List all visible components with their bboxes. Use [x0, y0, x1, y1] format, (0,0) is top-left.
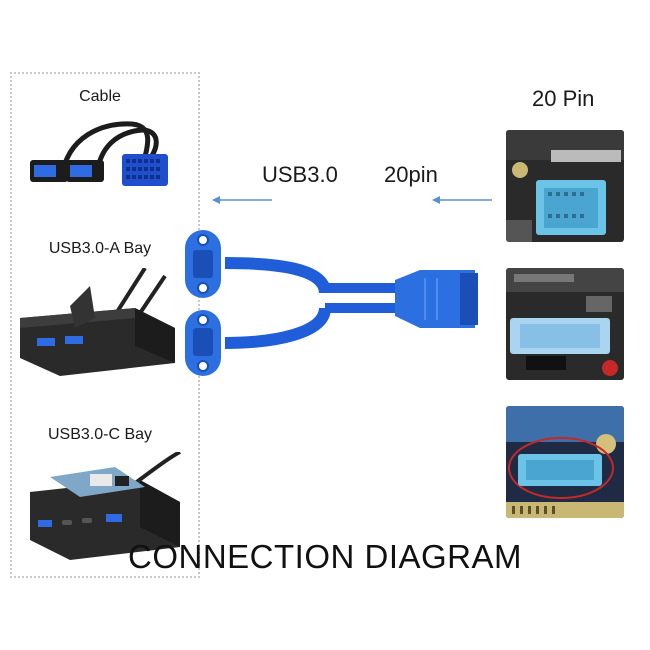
20pin-label: 20pin: [384, 162, 438, 187]
20pin-header-label: 20 Pin: [532, 86, 595, 111]
usb-cable-icon: [22, 112, 182, 202]
arrow-left-icon: [210, 193, 280, 207]
c-bay-icon: [20, 452, 185, 564]
arrow-left-icon: [430, 193, 500, 207]
usb30-label: USB3.0: [262, 162, 338, 187]
c-bay-label: USB3.0-C Bay: [47, 426, 153, 443]
a-bay-icon: [15, 268, 180, 380]
usb-bracket-cable-icon: [175, 218, 495, 378]
a-bay-label: USB3.0-A Bay: [48, 240, 152, 257]
motherboard-photo: [506, 268, 624, 380]
motherboard-photo: [506, 130, 624, 242]
cable-label: Cable: [79, 88, 121, 105]
diagram-title: CONNECTION DIAGRAM: [127, 538, 522, 575]
motherboard-photo: [506, 406, 624, 518]
